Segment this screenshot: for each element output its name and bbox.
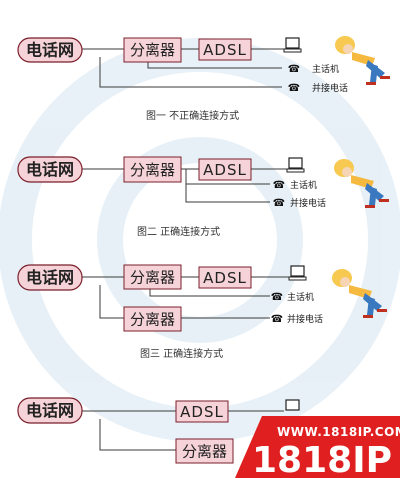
second-splitter-box: [123, 306, 182, 332]
main-phone-label: 主话机: [312, 63, 339, 75]
diagram-caption: 图三 正确连接方式: [140, 347, 223, 360]
adsl-modem-box: [198, 158, 252, 181]
telephone-icon: ☎: [288, 64, 300, 75]
site-watermark: WWW.1818IP.COM 1818IP: [235, 416, 400, 478]
user-figure-illustration: [335, 36, 390, 85]
splitter-box: [123, 156, 182, 183]
adsl-modem-label: ADSL: [203, 269, 247, 287]
adsl-modem-label: ADSL: [180, 403, 224, 421]
computer-icon: [285, 399, 300, 411]
phone-network-label: 电话网: [26, 268, 74, 287]
splitter-box: [123, 37, 182, 63]
adsl-modem-label: ADSL: [203, 161, 247, 179]
diagram-caption: 图二 正确连接方式: [137, 225, 220, 238]
phone-network-box: [17, 37, 83, 63]
diagram-4: 电话网 ADSL 分离器: [17, 397, 300, 464]
main-phone-label: 主话机: [290, 179, 317, 191]
phone-network-label: 电话网: [26, 41, 74, 60]
adsl-modem-box: [198, 266, 252, 289]
computer-icon: [286, 157, 305, 173]
telephone-icon: ☎: [273, 198, 285, 209]
phone-network-box: [17, 397, 83, 424]
telephone-icon: ☎: [288, 83, 300, 94]
splitter-box: [175, 438, 234, 464]
diagram-caption: 图一 不正确连接方式: [146, 109, 239, 122]
computer-icon: [283, 37, 302, 53]
phone-network-box: [17, 156, 83, 183]
phone-network-label: 电话网: [26, 160, 74, 179]
splitter-label: 分离器: [130, 41, 175, 59]
diagram-3: 电话网 分离器 分离器 ADSL ☎ 主话机 ☎ 并接电话 图三 正确连接方式: [17, 264, 387, 360]
phone-network-box: [17, 264, 83, 291]
telephone-icon: ☎: [271, 314, 283, 325]
watermark-brand: 1818IP: [252, 440, 392, 478]
adsl-modem-label: ADSL: [203, 41, 247, 59]
splitter-label: 分离器: [182, 443, 227, 461]
adsl-modem-box: [175, 400, 229, 423]
extension-phone-label: 并接电话: [287, 313, 323, 325]
user-figure-illustration: [334, 159, 389, 208]
main-phone-label: 主话机: [287, 291, 314, 303]
second-splitter-label: 分离器: [130, 311, 175, 329]
diagram-2: 电话网 分离器 ADSL ☎ 主话机 ☎ 并接电话 图二 正确连接方式: [17, 156, 389, 238]
computer-icon: [288, 265, 307, 281]
telephone-icon: ☎: [271, 292, 283, 303]
adsl-modem-box: [198, 38, 252, 61]
phone-network-label: 电话网: [26, 401, 74, 420]
splitter-label: 分离器: [130, 161, 175, 179]
user-figure-illustration: [332, 269, 387, 318]
extension-phone-label: 并接电话: [290, 197, 326, 209]
diagram-1: 电话网 分离器 ADSL ☎ 主话机 ☎ 并接电话 图一 不正确连接方式: [17, 36, 390, 122]
splitter-box: [123, 264, 182, 290]
watermark-url: WWW.1818IP.COM: [277, 425, 400, 439]
telephone-icon: ☎: [273, 180, 285, 191]
watermark-banner: [235, 416, 400, 478]
extension-phone-label: 并接电话: [312, 82, 348, 94]
splitter-label: 分离器: [130, 269, 175, 287]
